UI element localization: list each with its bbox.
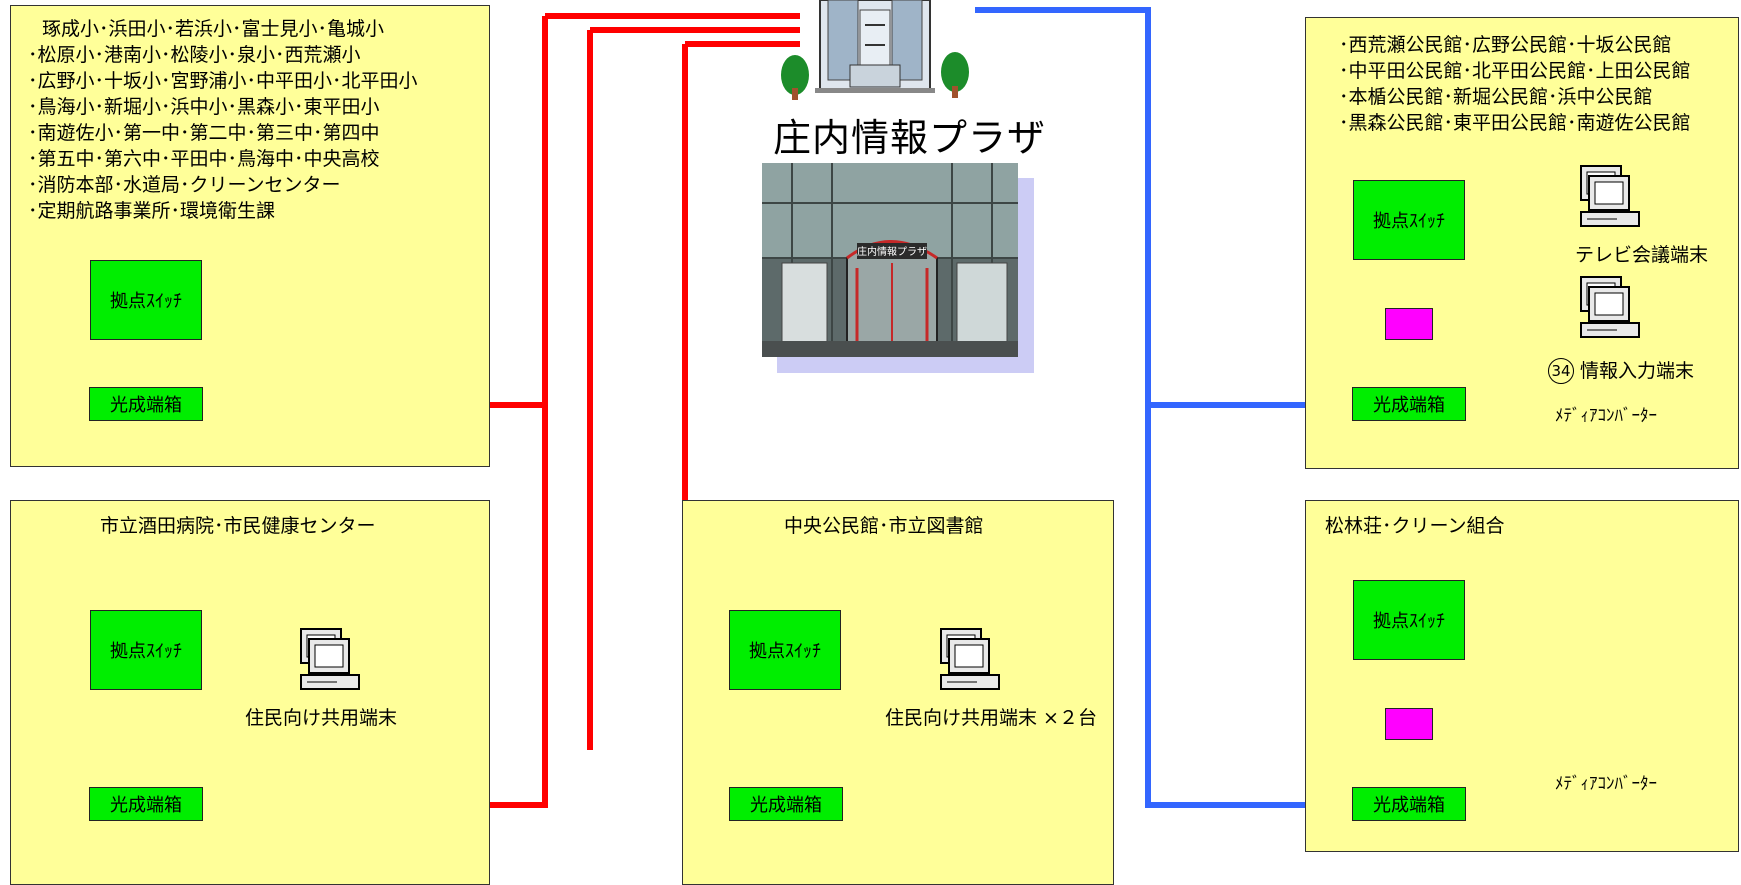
base-switch: 拠点ｽｲｯﾁ [1353,580,1465,660]
community-line: ･中平田公民館･北平田公民館･上田公民館 [1339,60,1691,82]
schools-line: ･消防本部･水道局･クリーンセンター [28,174,341,196]
schools-line: ･松原小･港南小･松陵小･泉小･西荒瀬小 [28,44,361,66]
panel-hospital [10,500,490,885]
hub-title: 庄内情報プラザ [773,116,1047,160]
schools-line: ･広野小･十坂小･宮野浦小･中平田小･北平田小 [28,70,418,92]
community-line: ･本楯公民館･新堀公民館･浜中公民館 [1339,86,1653,108]
base-switch: 拠点ｽｲｯﾁ [90,610,202,690]
base-switch: 拠点ｽｲｯﾁ [1353,180,1465,260]
plaza-sign-text: 庄内情報プラザ [857,245,927,258]
shared-terminal-label: 住民向け共用端末 ×２台 [885,707,1097,729]
schools-line: ･第五中･第六中･平田中･鳥海中･中央高校 [28,148,380,170]
panel-library [682,500,1114,885]
computer-icon [1580,165,1640,227]
shorinso-heading: 松林荘･クリーン組合 [1325,515,1505,537]
city-hall-icon [781,0,969,100]
computer-icon [940,628,1000,690]
schools-line: ･南遊佐小･第一中･第二中･第三中･第四中 [28,122,380,144]
hospital-heading: 市立酒田病院･市民健康センター [100,515,376,537]
info-terminal-number: 34 [1548,358,1574,384]
base-switch: 拠点ｽｲｯﾁ [90,260,202,340]
optical-termination-box: 光成端箱 [1352,387,1466,421]
optical-termination-box: 光成端箱 [729,787,843,821]
community-list: ･西荒瀬公民館･広野公民館･十坂公民館 ･中平田公民館･北平田公民館･上田公民館… [1339,32,1691,136]
tv-conference-terminal-label: テレビ会議端末 [1575,244,1709,266]
community-line: ･黒森公民館･東平田公民館･南遊佐公民館 [1339,112,1691,134]
computer-icon [1580,276,1640,338]
shared-terminal-label: 住民向け共用端末 [245,707,398,729]
hub-building [770,0,980,105]
plaza-entrance-photo: 庄内情報プラザ [762,163,1018,357]
schools-list: 琢成小･浜田小･若浜小･富士見小･亀城小 ･松原小･港南小･松陵小･泉小･西荒瀬… [28,16,418,224]
optical-termination-box: 光成端箱 [89,387,203,421]
schools-line: 琢成小･浜田小･若浜小･富士見小･亀城小 [42,18,385,40]
optical-termination-box: 光成端箱 [1352,787,1466,821]
library-heading: 中央公民館･市立図書館 [784,515,984,537]
schools-line: ･定期航路事業所･環境衛生課 [28,200,276,222]
optical-termination-box: 光成端箱 [89,787,203,821]
community-line: ･西荒瀬公民館･広野公民館･十坂公民館 [1339,34,1672,56]
hub-photo: 庄内情報プラザ [762,163,1034,373]
media-converter [1385,708,1433,740]
base-switch: 拠点ｽｲｯﾁ [729,610,841,690]
media-converter-label: ﾒﾃﾞｨｱｺﾝﾊﾞｰﾀｰ [1555,406,1657,426]
media-converter-label: ﾒﾃﾞｨｱｺﾝﾊﾞｰﾀｰ [1555,774,1657,794]
info-input-terminal-label: 情報入力端末 [1580,360,1695,382]
media-converter [1385,308,1433,340]
computer-icon [300,628,360,690]
schools-line: ･鳥海小･新堀小･浜中小･黒森小･東平田小 [28,96,380,118]
